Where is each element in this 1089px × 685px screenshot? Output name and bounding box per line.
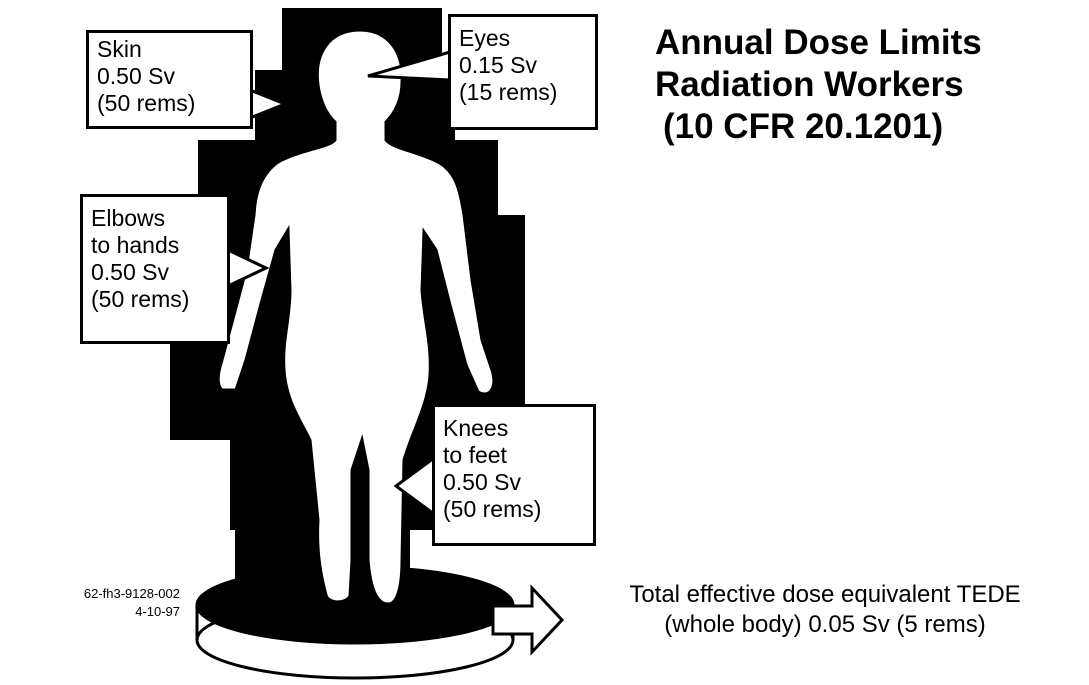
knees-label: Knees bbox=[443, 415, 587, 442]
knees-sv-value: 0.50 Sv bbox=[443, 469, 587, 496]
title-line-2: Radiation Workers bbox=[655, 64, 982, 106]
eyes-sv-value: 0.15 Sv bbox=[459, 52, 589, 79]
title-line-3: (10 CFR 20.1201) bbox=[655, 106, 982, 148]
skin-callout: Skin 0.50 Sv (50 rems) bbox=[86, 30, 253, 129]
pedestal bbox=[197, 567, 513, 678]
diagram-title: Annual Dose Limits Radiation Workers (10… bbox=[655, 22, 982, 148]
elbows-sublabel: to hands bbox=[91, 232, 221, 259]
tede-line-2: (whole body) 0.05 Sv (5 rems) bbox=[560, 610, 1089, 640]
document-stamp: 62-fh3-9128-002 4-10-97 bbox=[56, 585, 180, 621]
skin-sv-value: 0.50 Sv bbox=[97, 63, 244, 90]
stamp-date: 4-10-97 bbox=[56, 603, 180, 621]
eyes-rem-value: (15 rems) bbox=[459, 79, 589, 106]
elbows-sv-value: 0.50 Sv bbox=[91, 259, 221, 286]
stamp-id: 62-fh3-9128-002 bbox=[56, 585, 180, 603]
elbows-label: Elbows bbox=[91, 205, 221, 232]
knees-rem-value: (50 rems) bbox=[443, 496, 587, 523]
skin-label: Skin bbox=[97, 36, 244, 63]
skin-rem-value: (50 rems) bbox=[97, 90, 244, 117]
elbows-callout: Elbows to hands 0.50 Sv (50 rems) bbox=[80, 194, 230, 344]
eyes-callout: Eyes 0.15 Sv (15 rems) bbox=[448, 14, 598, 130]
knees-callout: Knees to feet 0.50 Sv (50 rems) bbox=[432, 404, 596, 546]
tede-line-1: Total effective dose equivalent TEDE bbox=[560, 580, 1089, 610]
eyes-label: Eyes bbox=[459, 25, 589, 52]
elbows-rem-value: (50 rems) bbox=[91, 286, 221, 313]
knees-sublabel: to feet bbox=[443, 442, 587, 469]
title-line-1: Annual Dose Limits bbox=[655, 22, 982, 64]
tede-caption: Total effective dose equivalent TEDE (wh… bbox=[560, 580, 1089, 640]
